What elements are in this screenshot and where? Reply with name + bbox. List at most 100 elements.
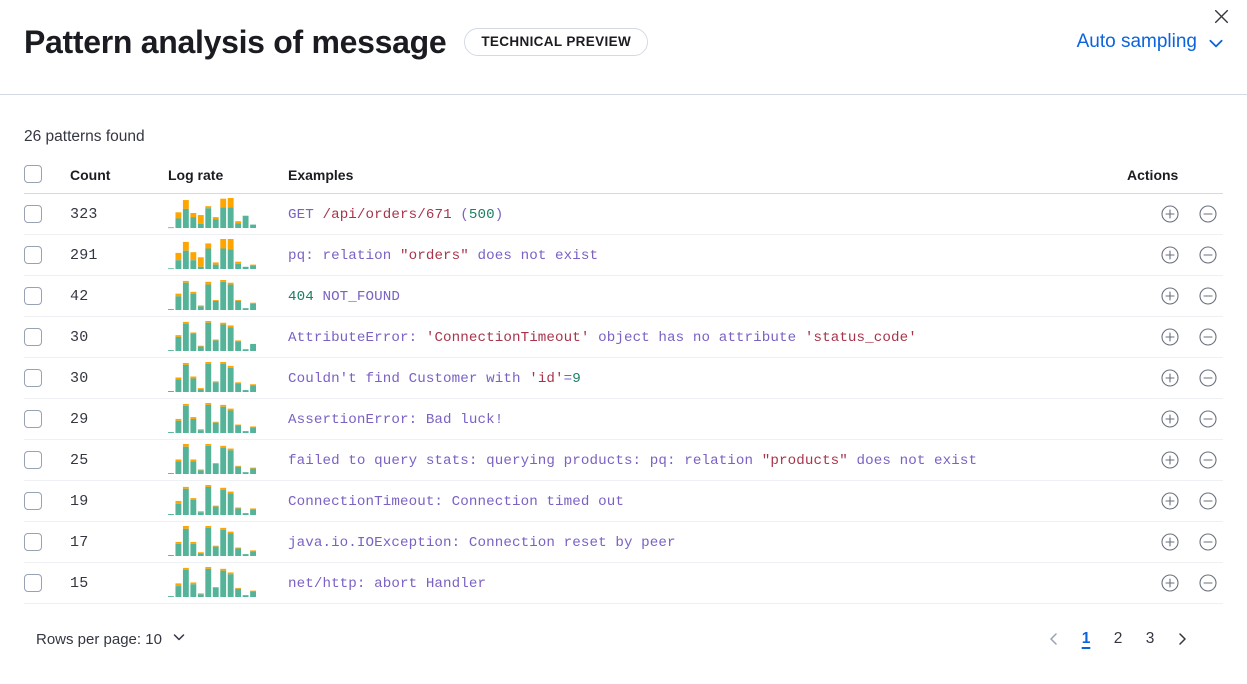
plus-in-circle-icon[interactable] [1159,326,1181,348]
log-rate-cell [168,357,288,399]
row-select-cell [24,562,70,604]
row-checkbox[interactable] [24,492,42,510]
log-rate-sparkline [168,525,288,559]
table-row[interactable]: 42 404 NOT_FOUND [24,275,1223,317]
row-checkbox[interactable] [24,451,42,469]
pagination-page-2[interactable]: 2 [1113,630,1123,647]
count-cell: 17 [70,521,168,563]
minus-in-circle-icon[interactable] [1197,203,1219,225]
plus-in-circle-icon[interactable] [1159,572,1181,594]
example-cell: java.io.IOException: Connection reset by… [288,521,1127,563]
example-text: 404 NOT_FOUND [288,289,400,305]
minus-in-circle-icon[interactable] [1197,244,1219,266]
minus-in-circle-icon[interactable] [1197,408,1219,430]
minus-in-circle-icon[interactable] [1197,572,1219,594]
log-rate-sparkline [168,361,288,395]
count-cell: 15 [70,562,168,604]
actions-cell [1127,234,1223,276]
plus-in-circle-icon[interactable] [1159,285,1181,307]
column-header-log-rate[interactable]: Log rate [168,165,288,194]
log-rate-cell [168,234,288,276]
plus-in-circle-icon[interactable] [1159,531,1181,553]
log-rate-cell [168,521,288,563]
row-checkbox[interactable] [24,287,42,305]
actions-cell [1127,193,1223,235]
minus-in-circle-icon[interactable] [1197,531,1219,553]
status-badge: TECHNICAL PREVIEW [464,27,649,57]
example-cell: ConnectionTimeout: Connection timed out [288,480,1127,522]
row-select-cell [24,357,70,399]
select-all-header [24,165,70,194]
table-row[interactable]: 29 AssertionError: Bad luck! [24,398,1223,440]
table-row[interactable]: 323 GET /api/orders/671 (500) [24,193,1223,235]
row-select-cell [24,275,70,317]
log-rate-cell [168,316,288,358]
actions-cell [1127,439,1223,481]
example-cell: 404 NOT_FOUND [288,275,1127,317]
page-title: Pattern analysis of message [24,24,447,60]
chevron-right-icon[interactable] [1167,624,1197,654]
count-cell: 29 [70,398,168,440]
plus-in-circle-icon[interactable] [1159,367,1181,389]
table-row[interactable]: 15 net/http: abort Handler [24,562,1223,604]
example-text: AssertionError: Bad luck! [288,412,504,428]
column-header-count[interactable]: Count [70,165,168,194]
count-cell: 42 [70,275,168,317]
log-rate-sparkline [168,566,288,600]
rows-per-page-selector[interactable]: Rows per page: 10 [36,629,187,649]
plus-in-circle-icon[interactable] [1159,449,1181,471]
log-rate-sparkline [168,238,288,272]
chevron-left-icon[interactable] [1039,624,1069,654]
count-value: 15 [70,575,89,592]
example-cell: GET /api/orders/671 (500) [288,193,1127,235]
log-rate-cell [168,275,288,317]
table-row[interactable]: 17 java.io.IOException: Connection reset … [24,521,1223,563]
pagination-page-3[interactable]: 3 [1145,630,1155,647]
row-checkbox[interactable] [24,246,42,264]
table-row[interactable]: 25 failed to query stats: querying produc… [24,439,1223,481]
table-row[interactable]: 19 ConnectionTimeout: Connection timed ou… [24,480,1223,522]
plus-in-circle-icon[interactable] [1159,490,1181,512]
plus-in-circle-icon[interactable] [1159,244,1181,266]
plus-in-circle-icon[interactable] [1159,408,1181,430]
count-value: 19 [70,493,89,510]
table-row[interactable]: 30 Couldn't find Customer with 'id'=9 [24,357,1223,399]
row-select-cell [24,316,70,358]
chevron-down-icon [1207,34,1223,50]
example-cell: net/http: abort Handler [288,562,1127,604]
row-checkbox[interactable] [24,205,42,223]
actions-cell [1127,357,1223,399]
count-cell: 30 [70,357,168,399]
minus-in-circle-icon[interactable] [1197,490,1219,512]
dialog-body: 26 patterns found Count Log rate Example… [0,95,1247,654]
row-checkbox[interactable] [24,533,42,551]
example-text: Couldn't find Customer with 'id'=9 [288,371,581,387]
plus-in-circle-icon[interactable] [1159,203,1181,225]
log-rate-sparkline [168,320,288,354]
example-cell: AssertionError: Bad luck! [288,398,1127,440]
row-checkbox[interactable] [24,328,42,346]
column-header-examples[interactable]: Examples [288,165,1127,194]
minus-in-circle-icon[interactable] [1197,285,1219,307]
minus-in-circle-icon[interactable] [1197,367,1219,389]
actions-cell [1127,521,1223,563]
auto-sampling-selector[interactable]: Auto sampling [1077,31,1223,53]
patterns-found-count: 26 patterns found [24,128,145,145]
minus-in-circle-icon[interactable] [1197,449,1219,471]
example-cell: failed to query stats: querying products… [288,439,1127,481]
count-value: 323 [70,206,98,223]
select-all-checkbox[interactable] [24,165,42,183]
table-footer: Rows per page: 10 1 2 3 [24,604,1223,654]
row-checkbox[interactable] [24,410,42,428]
count-value: 25 [70,452,89,469]
pagination-page-1[interactable]: 1 [1081,630,1091,647]
minus-in-circle-icon[interactable] [1197,326,1219,348]
count-value: 291 [70,247,98,264]
row-checkbox[interactable] [24,574,42,592]
example-text: GET /api/orders/671 (500) [288,207,504,223]
close-icon[interactable] [1207,2,1235,30]
row-checkbox[interactable] [24,369,42,387]
